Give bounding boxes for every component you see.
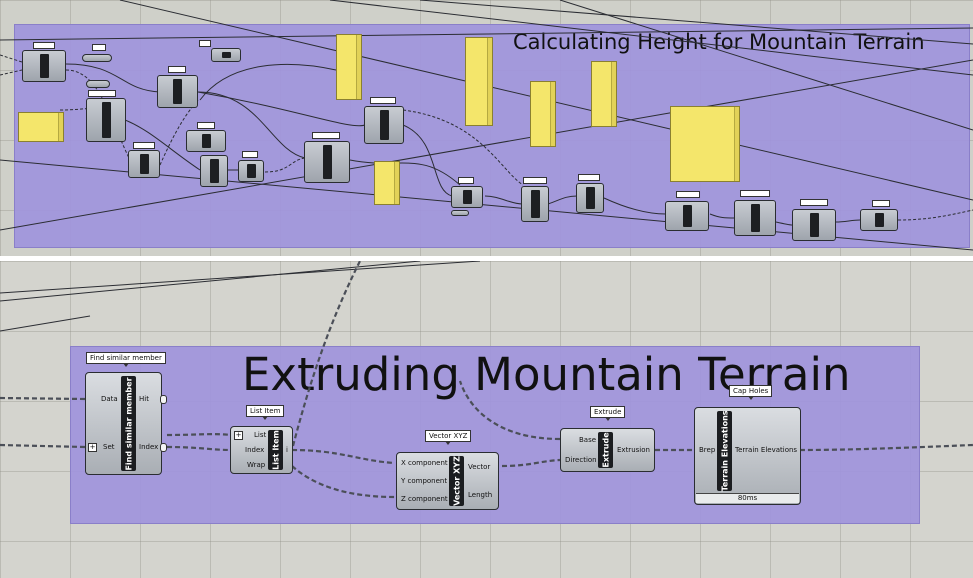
extrude-input-direction: Direction	[565, 456, 597, 464]
top-node-11-tag	[312, 132, 340, 139]
panel-note-1[interactable]	[18, 112, 64, 142]
expand-input-icon[interactable]: +	[234, 431, 243, 440]
list-item-input-wrap: Wrap	[247, 461, 266, 469]
top-node-13[interactable]	[451, 186, 483, 208]
top-node-10[interactable]	[238, 160, 264, 182]
top-node-6-tag	[199, 40, 211, 47]
vector-xyz-tag: Vector XYZ	[425, 430, 472, 445]
top-node-6[interactable]	[211, 48, 241, 62]
cap-holes-output-terrain: Terrain Elevations	[735, 446, 798, 454]
top-node-17[interactable]	[734, 200, 776, 236]
vector-xyz-component[interactable]: Vector XYZ X component Y component Z com…	[396, 452, 499, 510]
top-node-10-tag	[242, 151, 258, 158]
panel-note-6[interactable]	[670, 106, 740, 182]
vector-input-x: X component	[401, 459, 448, 467]
bottom-canvas[interactable]: Extruding Mountain Terrain Find similar …	[0, 261, 973, 578]
top-node-12-tag	[370, 97, 396, 104]
cap-holes-tag: Cap Holes	[729, 385, 773, 400]
top-node-1[interactable]	[22, 50, 66, 82]
top-node-5[interactable]	[157, 75, 198, 108]
top-node-19-tag	[872, 200, 890, 207]
extrude-output-extrusion: Extrusion	[617, 446, 650, 454]
top-node-9[interactable]	[200, 155, 228, 187]
top-node-3[interactable]	[86, 80, 110, 88]
find-similar-output-hit: Hit	[139, 395, 149, 403]
find-similar-input-set: Set	[103, 443, 115, 451]
top-node-1-tag	[33, 42, 55, 49]
top-node-19[interactable]	[860, 209, 898, 231]
vector-input-y: Y component	[401, 477, 448, 485]
top-canvas[interactable]: Calculating Height for Mountain Terrain	[0, 0, 973, 256]
terrain-elevations-name: Terrain Elevations	[720, 410, 729, 492]
vector-input-z: Z component	[401, 495, 448, 503]
top-node-18[interactable]	[792, 209, 836, 241]
top-node-13b[interactable]	[451, 210, 469, 216]
top-node-7[interactable]	[186, 130, 226, 152]
top-node-16[interactable]	[665, 201, 709, 231]
terrain-elevations-component[interactable]: Terrain Elevations Brep Terrain Elevatio…	[694, 407, 801, 505]
find-similar-name: Find similar member	[124, 376, 133, 471]
top-node-12[interactable]	[364, 106, 404, 144]
top-node-7-tag	[197, 122, 215, 129]
top-node-4-tag	[88, 90, 116, 97]
list-item-input-index: Index	[245, 446, 265, 454]
top-node-8-tag	[133, 142, 155, 149]
vector-xyz-name: Vector XYZ	[452, 456, 461, 506]
panel-note-5[interactable]	[591, 61, 617, 127]
top-node-8[interactable]	[128, 150, 160, 178]
extrude-input-base: Base	[579, 436, 597, 444]
list-item-output-i: i	[286, 446, 288, 454]
cap-holes-timing: 80ms	[696, 493, 799, 503]
cap-holes-input-brep: Brep	[699, 446, 716, 454]
list-item-component[interactable]: List Item + List Index Wrap i	[230, 426, 293, 474]
output-grip-icon[interactable]	[160, 395, 167, 404]
top-node-2[interactable]	[82, 54, 112, 62]
extrude-component[interactable]: Extrude Base Direction Extrusion	[560, 428, 655, 472]
extrude-tag: Extrude	[590, 406, 626, 421]
bottom-wires	[0, 261, 973, 499]
top-node-11[interactable]	[304, 141, 350, 183]
panel-note-7[interactable]	[374, 161, 400, 205]
find-similar-member-component[interactable]: Find similar member Data + Set Hit Index	[85, 372, 167, 475]
expand-input-icon[interactable]: +	[88, 443, 97, 452]
top-node-2-tag	[92, 44, 106, 51]
panel-note-2[interactable]	[336, 34, 362, 100]
output-grip-icon[interactable]	[160, 443, 167, 452]
find-similar-tag: Find similar member	[86, 352, 166, 367]
top-node-15-tag	[578, 174, 600, 181]
top-node-4[interactable]	[86, 98, 126, 142]
panel-note-4[interactable]	[530, 81, 556, 147]
vector-output-length: Length	[468, 491, 493, 499]
top-node-16-tag	[676, 191, 700, 198]
top-node-5-tag	[168, 66, 186, 73]
extrude-name: Extrude	[601, 432, 610, 468]
top-node-14-tag	[523, 177, 547, 184]
find-similar-input-data: Data	[101, 395, 118, 403]
vector-output-vector: Vector	[468, 463, 491, 471]
top-node-15[interactable]	[576, 183, 604, 213]
top-node-18-tag	[800, 199, 828, 206]
list-item-name: List Item	[271, 430, 280, 470]
top-node-17-tag	[740, 190, 770, 197]
find-similar-output-index: Index	[139, 443, 159, 451]
top-node-14[interactable]	[521, 186, 549, 222]
top-node-13-tag	[458, 177, 474, 184]
list-item-input-list: List	[254, 431, 267, 439]
list-item-tag: List Item	[246, 405, 285, 420]
panel-note-3[interactable]	[465, 37, 493, 126]
